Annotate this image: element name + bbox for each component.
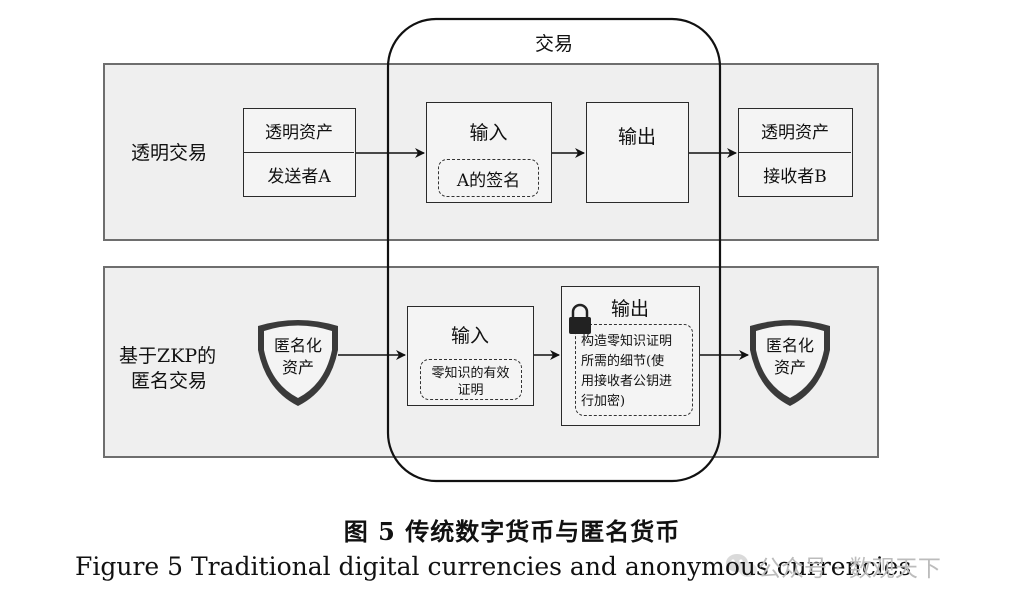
anonymous-input-box: 输入 零知识的有效 证明 [407, 306, 534, 406]
zk-detail-line3: 用接收者公钥进 [581, 374, 673, 389]
sender-asset-box: 透明资产 发送者A [243, 108, 356, 197]
anonymous-output-box: 输出 构造零知识证明 所需的细节(使 用接收者公钥进 行加密) [561, 286, 700, 426]
left-asset-line1: 匿名化 [273, 336, 322, 355]
caption-zh: 图 5 传统数字货币与匿名货币 [343, 516, 681, 546]
sender-name-label: 发送者A [267, 166, 331, 187]
transparent-output-title: 输出 [617, 125, 656, 148]
anonymous-output-title: 输出 [610, 297, 649, 320]
transparent-input-box: 输入 A的签名 [426, 102, 552, 203]
caption-en: Figure 5 Traditional digital currencies … [75, 552, 912, 581]
receiver-asset-label: 透明资产 [761, 123, 829, 143]
lock-icon [569, 303, 591, 334]
sender-divider [244, 152, 354, 153]
transaction-label: 交易 [534, 32, 573, 55]
anonymous-row-label-line2: 匿名交易 [131, 370, 208, 392]
signature-box: A的签名 [438, 159, 539, 197]
right-asset-line1: 匿名化 [765, 336, 814, 355]
zk-proof-line1: 零知识的有效 [431, 365, 510, 381]
zk-detail-line1: 构造零知识证明 [581, 334, 673, 349]
sender-asset-label: 透明资产 [265, 123, 333, 143]
transparent-row-label: 透明交易 [131, 142, 208, 164]
wechat-icon [726, 554, 757, 577]
transparent-input-title: 输入 [469, 121, 508, 144]
right-asset-line2: 资产 [773, 358, 806, 377]
anonymous-row-label-line1: 基于ZKP的 [119, 345, 217, 367]
receiver-divider [739, 152, 851, 153]
zk-detail-line2: 所需的细节(使 [581, 354, 665, 369]
zk-detail-line4: 行加密) [581, 394, 626, 409]
left-asset-line2: 资产 [281, 358, 314, 377]
receiver-name-label: 接收者B [763, 166, 827, 187]
transaction-boundary [386, 17, 722, 483]
receiver-asset-box: 透明资产 接收者B [738, 108, 853, 197]
anonymous-input-title: 输入 [450, 324, 489, 347]
zk-detail-box: 构造零知识证明 所需的细节(使 用接收者公钥进 行加密) [575, 324, 693, 416]
transparent-output-box: 输出 [586, 102, 689, 203]
shield-icon [750, 320, 830, 406]
zk-proof-box: 零知识的有效 证明 [420, 359, 522, 400]
watermark-text: 公众号 · 数观天下 [758, 556, 941, 582]
zk-proof-line2: 证明 [457, 382, 484, 398]
shield-icon [258, 320, 338, 406]
